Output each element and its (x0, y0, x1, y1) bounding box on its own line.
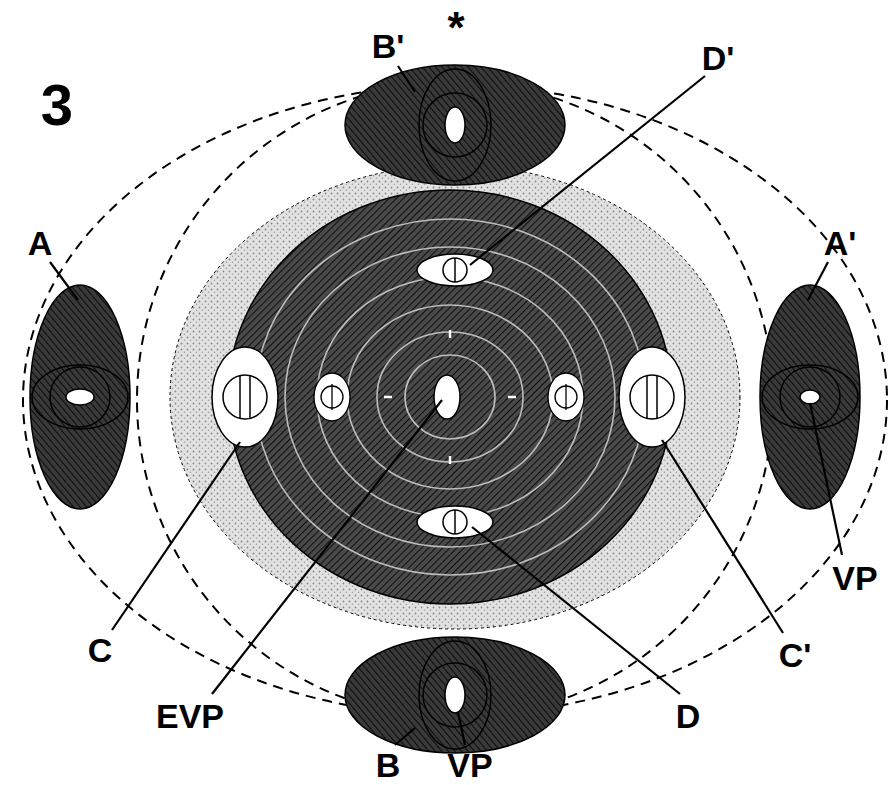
part-label: D (676, 699, 701, 733)
central-cavity (434, 375, 460, 419)
body-b (345, 637, 565, 753)
body-a-prime (760, 285, 860, 509)
part-label: EVP (156, 699, 224, 733)
inner-vesicle (314, 373, 584, 421)
part-label: C' (779, 638, 812, 672)
vesicle-c (212, 347, 278, 447)
leader-lines (50, 66, 842, 745)
part-label: C (88, 633, 113, 667)
vesicle-c-prime (619, 347, 685, 447)
part-label: B' (372, 29, 405, 63)
part-label: VP (832, 561, 877, 595)
stippled-zone (170, 165, 740, 629)
body-b-prime (345, 65, 565, 185)
part-label: D' (702, 41, 735, 75)
body-a (30, 285, 130, 509)
part-label: A' (824, 226, 857, 260)
vesicle-d (417, 254, 493, 538)
asterisk-mark: * (447, 6, 464, 50)
part-label: B (376, 748, 401, 782)
tick-marks (384, 330, 516, 464)
concentric-rings (255, 219, 645, 575)
core-region (228, 190, 672, 604)
part-label: A (28, 226, 53, 260)
part-label: VP (447, 748, 492, 782)
figure-number: 3 (41, 76, 73, 134)
